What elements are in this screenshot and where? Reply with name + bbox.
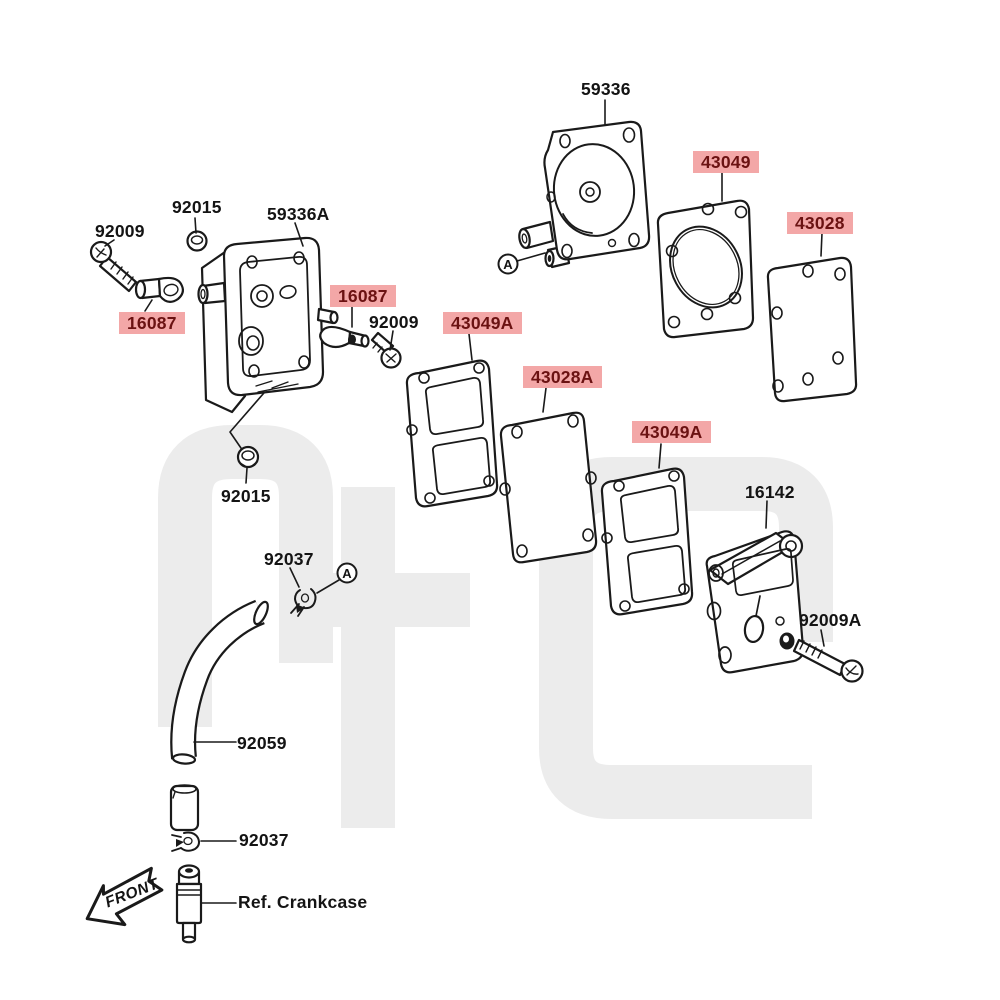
crankcase-fitting-drawing — [175, 864, 203, 944]
leader-lines — [104, 99, 825, 904]
diaphragm-43028a-drawing — [499, 411, 598, 564]
fitting-16087-left-drawing — [134, 276, 184, 303]
gasket-43049a-1-drawing — [405, 359, 499, 508]
nut-92015-bottom-drawing — [236, 445, 260, 469]
bolt-92009a-drawing — [792, 638, 864, 683]
bolt-92009-left-drawing — [89, 240, 138, 293]
detail-marker-a-top-label: A — [503, 257, 513, 272]
bolt-92009-middle-drawing — [370, 331, 402, 369]
front-arrow: FRONT — [85, 866, 164, 927]
pump-body-59336a-drawing — [197, 236, 339, 414]
clamp-92037-top-drawing — [290, 588, 317, 617]
hose-sleeve-drawing — [169, 784, 200, 832]
plate-43028-drawing — [766, 256, 858, 403]
fitting-16087-right-drawing — [319, 325, 370, 349]
bracket-16142-drawing — [705, 530, 805, 674]
gasket-43049-drawing — [656, 199, 755, 339]
detail-marker-a-bottom-label: A — [342, 566, 352, 581]
gasket-43049a-2-drawing — [600, 467, 694, 616]
nut-92015-top-drawing — [186, 230, 208, 252]
detail-marker-a-bottom: A — [336, 562, 358, 584]
clamp-92037-bottom-drawing — [171, 831, 200, 852]
detail-marker-a-top: A — [497, 253, 519, 275]
pump-cover-59336-drawing — [518, 120, 651, 269]
hose-92059-drawing — [170, 599, 269, 765]
